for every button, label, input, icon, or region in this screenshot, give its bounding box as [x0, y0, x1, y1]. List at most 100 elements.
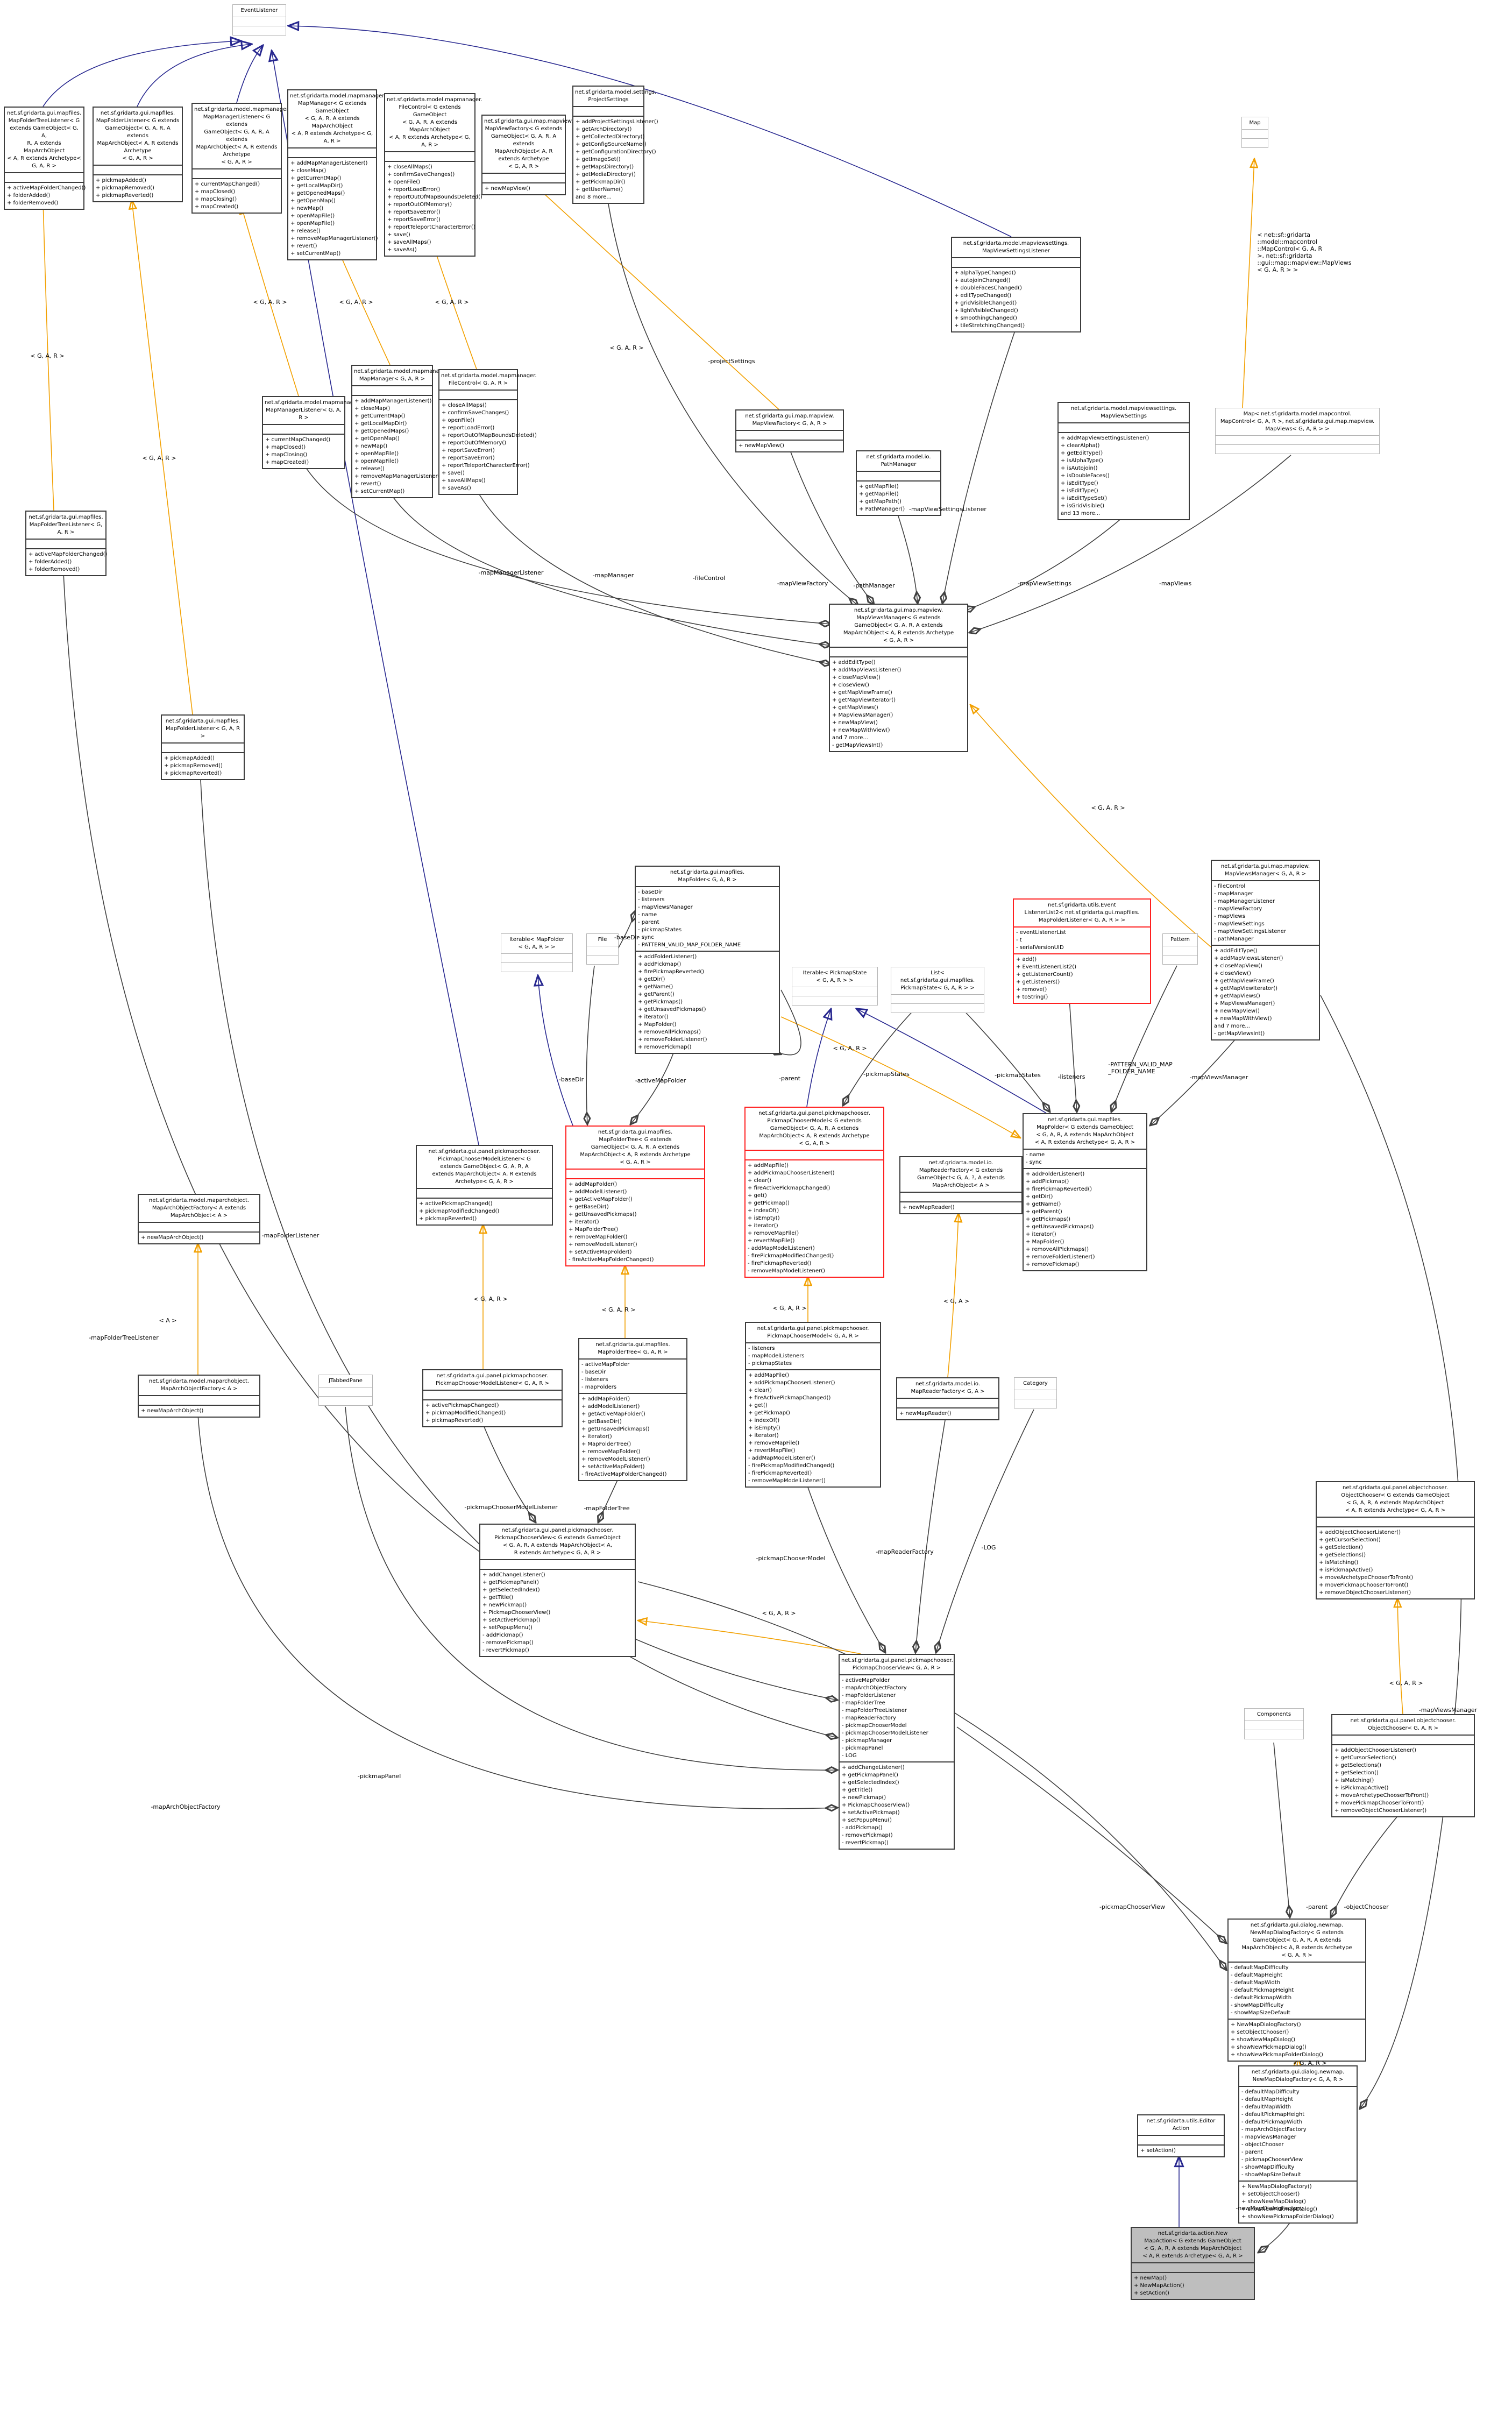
class-title-jtabbed-pane[interactable]: JTabbedPane: [329, 1378, 363, 1384]
class-box-components-box[interactable]: Components: [1244, 1708, 1304, 1739]
class-box-map-folder-listener-bound[interactable]: net.sf.gridarta.gui.mapfiles. MapFolderL…: [161, 714, 245, 780]
class-title-new-map-action[interactable]: net.sf.gridarta.action.New MapAction< G …: [1142, 2231, 1243, 2259]
class-box-object-chooser-bound[interactable]: net.sf.gridarta.gui.panel.objectchooser.…: [1331, 1714, 1475, 1817]
class-title-map-folder-listener-bound[interactable]: net.sf.gridarta.gui.mapfiles. MapFolderL…: [165, 718, 240, 739]
class-box-category-box[interactable]: Category: [1014, 1377, 1057, 1408]
class-title-iterable-map-folder[interactable]: Iterable< MapFolder < G, A, R > >: [509, 937, 565, 950]
class-box-map-manager-gen[interactable]: net.sf.gridarta.model.mapmanager. MapMan…: [287, 89, 386, 260]
class-box-pickmap-chooser-model-listener-bound[interactable]: net.sf.gridarta.gui.panel.pickmapchooser…: [422, 1369, 563, 1427]
class-title-pickmap-chooser-view-gen[interactable]: net.sf.gridarta.gui.panel.pickmapchooser…: [494, 1527, 621, 1556]
class-title-map-manager-bound[interactable]: net.sf.gridarta.model.mapmanager. MapMan…: [354, 369, 450, 382]
class-box-map-folder-bound[interactable]: net.sf.gridarta.gui.mapfiles. MapFolder<…: [635, 866, 780, 1054]
class-box-map-manager-listener-bound[interactable]: net.sf.gridarta.model.mapmanager. MapMan…: [262, 396, 360, 469]
class-title-category-box[interactable]: Category: [1023, 1381, 1048, 1386]
class-title-file-control-bound[interactable]: net.sf.gridarta.model.mapmanager. FileCo…: [441, 373, 537, 386]
class-box-map-view-settings[interactable]: net.sf.gridarta.model.mapviewsettings. M…: [1057, 402, 1190, 520]
class-box-map-manager-listener-gen[interactable]: net.sf.gridarta.model.mapmanager. MapMan…: [191, 103, 290, 214]
class-box-pickmap-chooser-model-listener-gen[interactable]: net.sf.gridarta.gui.panel.pickmapchooser…: [416, 1145, 553, 1226]
class-box-map-bound[interactable]: Map< net.sf.gridarta.model.mapcontrol. M…: [1215, 408, 1380, 454]
class-box-map-views-manager-bound[interactable]: net.sf.gridarta.gui.map.mapview. MapView…: [1211, 860, 1320, 1040]
class-box-map-reader-factory-bound[interactable]: net.sf.gridarta.model.io. MapReaderFacto…: [896, 1377, 999, 1420]
class-box-list-pickmap-state[interactable]: List< net.sf.gridarta.gui.mapfiles. Pick…: [891, 967, 984, 1013]
class-title-map-folder-bound[interactable]: net.sf.gridarta.gui.mapfiles. MapFolder<…: [670, 869, 745, 883]
class-title-list-pickmap-state[interactable]: List< net.sf.gridarta.gui.mapfiles. Pick…: [900, 970, 975, 991]
class-box-map-view-factory-bound[interactable]: net.sf.gridarta.gui.map.mapview. MapView…: [735, 409, 844, 452]
class-title-map-folder-tree-bound[interactable]: net.sf.gridarta.gui.mapfiles. MapFolderT…: [595, 1342, 670, 1355]
class-title-map-small[interactable]: Map: [1249, 120, 1261, 126]
class-box-pickmap-chooser-model-gen[interactable]: net.sf.gridarta.gui.panel.pickmapchooser…: [744, 1107, 884, 1278]
class-title-map-arch-object-factory-gen[interactable]: net.sf.gridarta.model.maparchobject. Map…: [148, 1198, 250, 1219]
class-box-map-folder-listener-gen[interactable]: net.sf.gridarta.gui.mapfiles. MapFolderL…: [93, 107, 183, 202]
class-box-map-view-factory-gen[interactable]: net.sf.gridarta.gui.map.mapview. MapView…: [481, 115, 573, 195]
class-title-pickmap-chooser-model-gen[interactable]: net.sf.gridarta.gui.panel.pickmapchooser…: [758, 1110, 870, 1146]
class-title-pickmap-chooser-model-listener-gen[interactable]: net.sf.gridarta.gui.panel.pickmapchooser…: [428, 1149, 541, 1185]
class-title-project-settings[interactable]: net.sf.gridarta.model.settings. ProjectS…: [575, 89, 657, 103]
class-box-iterable-map-folder[interactable]: Iterable< MapFolder < G, A, R > >: [501, 933, 573, 972]
class-box-map-folder-tree-bound[interactable]: net.sf.gridarta.gui.mapfiles. MapFolderT…: [578, 1338, 687, 1481]
class-title-map-manager-listener-gen[interactable]: net.sf.gridarta.model.mapmanager. MapMan…: [194, 107, 290, 165]
class-title-map-view-factory-bound[interactable]: net.sf.gridarta.gui.map.mapview. MapView…: [745, 413, 834, 427]
class-title-map-view-settings[interactable]: net.sf.gridarta.model.mapviewsettings. M…: [1070, 406, 1177, 419]
class-title-map-folder-tree-gen[interactable]: net.sf.gridarta.gui.mapfiles. MapFolderT…: [580, 1129, 691, 1165]
class-box-map-folder-tree-listener-gen[interactable]: net.sf.gridarta.gui.mapfiles. MapFolderT…: [4, 107, 86, 210]
class-box-file-control-bound[interactable]: net.sf.gridarta.model.mapmanager. FileCo…: [438, 369, 537, 495]
class-title-map-manager-gen[interactable]: net.sf.gridarta.model.mapmanager. MapMan…: [290, 93, 386, 144]
class-title-file-box[interactable]: File: [598, 937, 607, 943]
class-box-map-reader-factory-gen[interactable]: net.sf.gridarta.model.io. MapReaderFacto…: [899, 1156, 1023, 1214]
class-title-new-map-dialog-factory-gen[interactable]: net.sf.gridarta.gui.dialog.newmap. NewMa…: [1241, 1922, 1352, 1958]
class-box-file-box[interactable]: File: [586, 933, 619, 965]
class-title-new-map-dialog-factory-bound[interactable]: net.sf.gridarta.gui.dialog.newmap. NewMa…: [1251, 2069, 1345, 2083]
class-title-event-listener[interactable]: EventListener: [240, 8, 278, 13]
class-box-event-listener-list2[interactable]: net.sf.gridarta.utils.Event ListenerList…: [1013, 898, 1151, 1004]
class-title-map-view-factory-gen[interactable]: net.sf.gridarta.gui.map.mapview. MapView…: [484, 118, 573, 169]
class-title-map-views-manager-gen[interactable]: net.sf.gridarta.gui.map.mapview. MapView…: [843, 607, 954, 643]
class-title-map-folder-gen[interactable]: net.sf.gridarta.gui.mapfiles. MapFolder<…: [1034, 1117, 1135, 1145]
class-box-map-view-settings-listener[interactable]: net.sf.gridarta.model.mapviewsettings. M…: [951, 237, 1081, 332]
class-title-map-reader-factory-gen[interactable]: net.sf.gridarta.model.io. MapReaderFacto…: [917, 1160, 1005, 1188]
class-box-file-control-gen[interactable]: net.sf.gridarta.model.mapmanager. FileCo…: [384, 93, 482, 257]
class-title-pattern-box[interactable]: Pattern: [1170, 937, 1190, 943]
class-box-iterable-pickmap-state[interactable]: Iterable< PickmapState < G, A, R > >: [792, 967, 878, 1006]
class-box-new-map-dialog-factory-bound[interactable]: net.sf.gridarta.gui.dialog.newmap. NewMa…: [1238, 2065, 1358, 2224]
class-title-map-manager-listener-bound[interactable]: net.sf.gridarta.model.mapmanager. MapMan…: [265, 400, 360, 421]
class-box-pattern-box[interactable]: Pattern: [1162, 933, 1198, 965]
class-title-map-view-settings-listener[interactable]: net.sf.gridarta.model.mapviewsettings. M…: [963, 240, 1069, 254]
class-box-new-map-dialog-factory-gen[interactable]: net.sf.gridarta.gui.dialog.newmap. NewMa…: [1227, 1919, 1366, 2062]
class-title-file-control-gen[interactable]: net.sf.gridarta.model.mapmanager. FileCo…: [387, 97, 482, 148]
class-title-map-folder-tree-listener-bound[interactable]: net.sf.gridarta.gui.mapfiles. MapFolderT…: [29, 514, 103, 535]
class-title-object-chooser-gen[interactable]: net.sf.gridarta.gui.panel.objectchooser.…: [1341, 1485, 1450, 1513]
class-title-map-views-manager-bound[interactable]: net.sf.gridarta.gui.map.mapview. MapView…: [1220, 863, 1310, 877]
class-box-event-listener[interactable]: EventListener: [232, 4, 286, 36]
class-title-event-listener-list2[interactable]: net.sf.gridarta.utils.Event ListenerList…: [1024, 902, 1140, 923]
class-title-object-chooser-bound[interactable]: net.sf.gridarta.gui.panel.objectchooser.…: [1350, 1718, 1456, 1731]
class-box-map-arch-object-factory-bound[interactable]: net.sf.gridarta.model.maparchobject. Map…: [138, 1375, 260, 1418]
class-box-map-views-manager-gen[interactable]: net.sf.gridarta.gui.map.mapview. MapView…: [829, 604, 968, 752]
class-box-project-settings[interactable]: net.sf.gridarta.model.settings. ProjectS…: [572, 86, 658, 204]
class-box-map-manager-bound[interactable]: net.sf.gridarta.model.mapmanager. MapMan…: [351, 365, 450, 498]
class-title-iterable-pickmap-state[interactable]: Iterable< PickmapState < G, A, R > >: [803, 970, 867, 983]
class-box-new-map-action[interactable]: net.sf.gridarta.action.New MapAction< G …: [1131, 2227, 1255, 2300]
class-box-pickmap-chooser-view-bound[interactable]: net.sf.gridarta.gui.panel.pickmapchooser…: [839, 1654, 955, 1850]
class-title-pickmap-chooser-model-bound[interactable]: net.sf.gridarta.gui.panel.pickmapchooser…: [757, 1326, 869, 1339]
class-title-path-manager[interactable]: net.sf.gridarta.model.io. PathManager: [866, 454, 931, 468]
class-title-map-reader-factory-bound[interactable]: net.sf.gridarta.model.io. MapReaderFacto…: [911, 1381, 985, 1394]
class-title-pickmap-chooser-model-listener-bound[interactable]: net.sf.gridarta.gui.panel.pickmapchooser…: [436, 1373, 549, 1386]
class-title-map-folder-tree-listener-gen[interactable]: net.sf.gridarta.gui.mapfiles. MapFolderT…: [6, 110, 82, 169]
class-box-map-folder-gen[interactable]: net.sf.gridarta.gui.mapfiles. MapFolder<…: [1023, 1113, 1147, 1271]
class-box-map-arch-object-factory-gen[interactable]: net.sf.gridarta.model.maparchobject. Map…: [138, 1194, 260, 1244]
class-box-jtabbed-pane[interactable]: JTabbedPane: [318, 1375, 373, 1406]
class-box-pickmap-chooser-view-gen[interactable]: net.sf.gridarta.gui.panel.pickmapchooser…: [479, 1524, 636, 1657]
class-box-path-manager[interactable]: net.sf.gridarta.model.io. PathManager+ g…: [856, 450, 941, 516]
class-box-map-folder-tree-listener-bound[interactable]: net.sf.gridarta.gui.mapfiles. MapFolderT…: [25, 511, 107, 576]
class-title-map-arch-object-factory-bound[interactable]: net.sf.gridarta.model.maparchobject. Map…: [148, 1378, 250, 1392]
class-title-components-box[interactable]: Components: [1257, 1711, 1291, 1717]
class-box-map-folder-tree-gen[interactable]: net.sf.gridarta.gui.mapfiles. MapFolderT…: [565, 1125, 705, 1266]
class-title-map-folder-listener-gen[interactable]: net.sf.gridarta.gui.mapfiles. MapFolderL…: [96, 110, 180, 161]
class-box-editor-action[interactable]: net.sf.gridarta.utils.Editor Action+ set…: [1137, 2114, 1225, 2157]
class-box-map-small[interactable]: Map: [1241, 117, 1268, 148]
class-box-pickmap-chooser-model-bound[interactable]: net.sf.gridarta.gui.panel.pickmapchooser…: [745, 1322, 881, 1488]
class-title-editor-action[interactable]: net.sf.gridarta.utils.Editor Action: [1146, 2118, 1216, 2132]
class-title-pickmap-chooser-view-bound[interactable]: net.sf.gridarta.gui.panel.pickmapchooser…: [841, 1658, 953, 1671]
class-box-object-chooser-gen[interactable]: net.sf.gridarta.gui.panel.objectchooser.…: [1316, 1481, 1475, 1599]
class-title-map-bound[interactable]: Map< net.sf.gridarta.model.mapcontrol. M…: [1220, 411, 1375, 432]
